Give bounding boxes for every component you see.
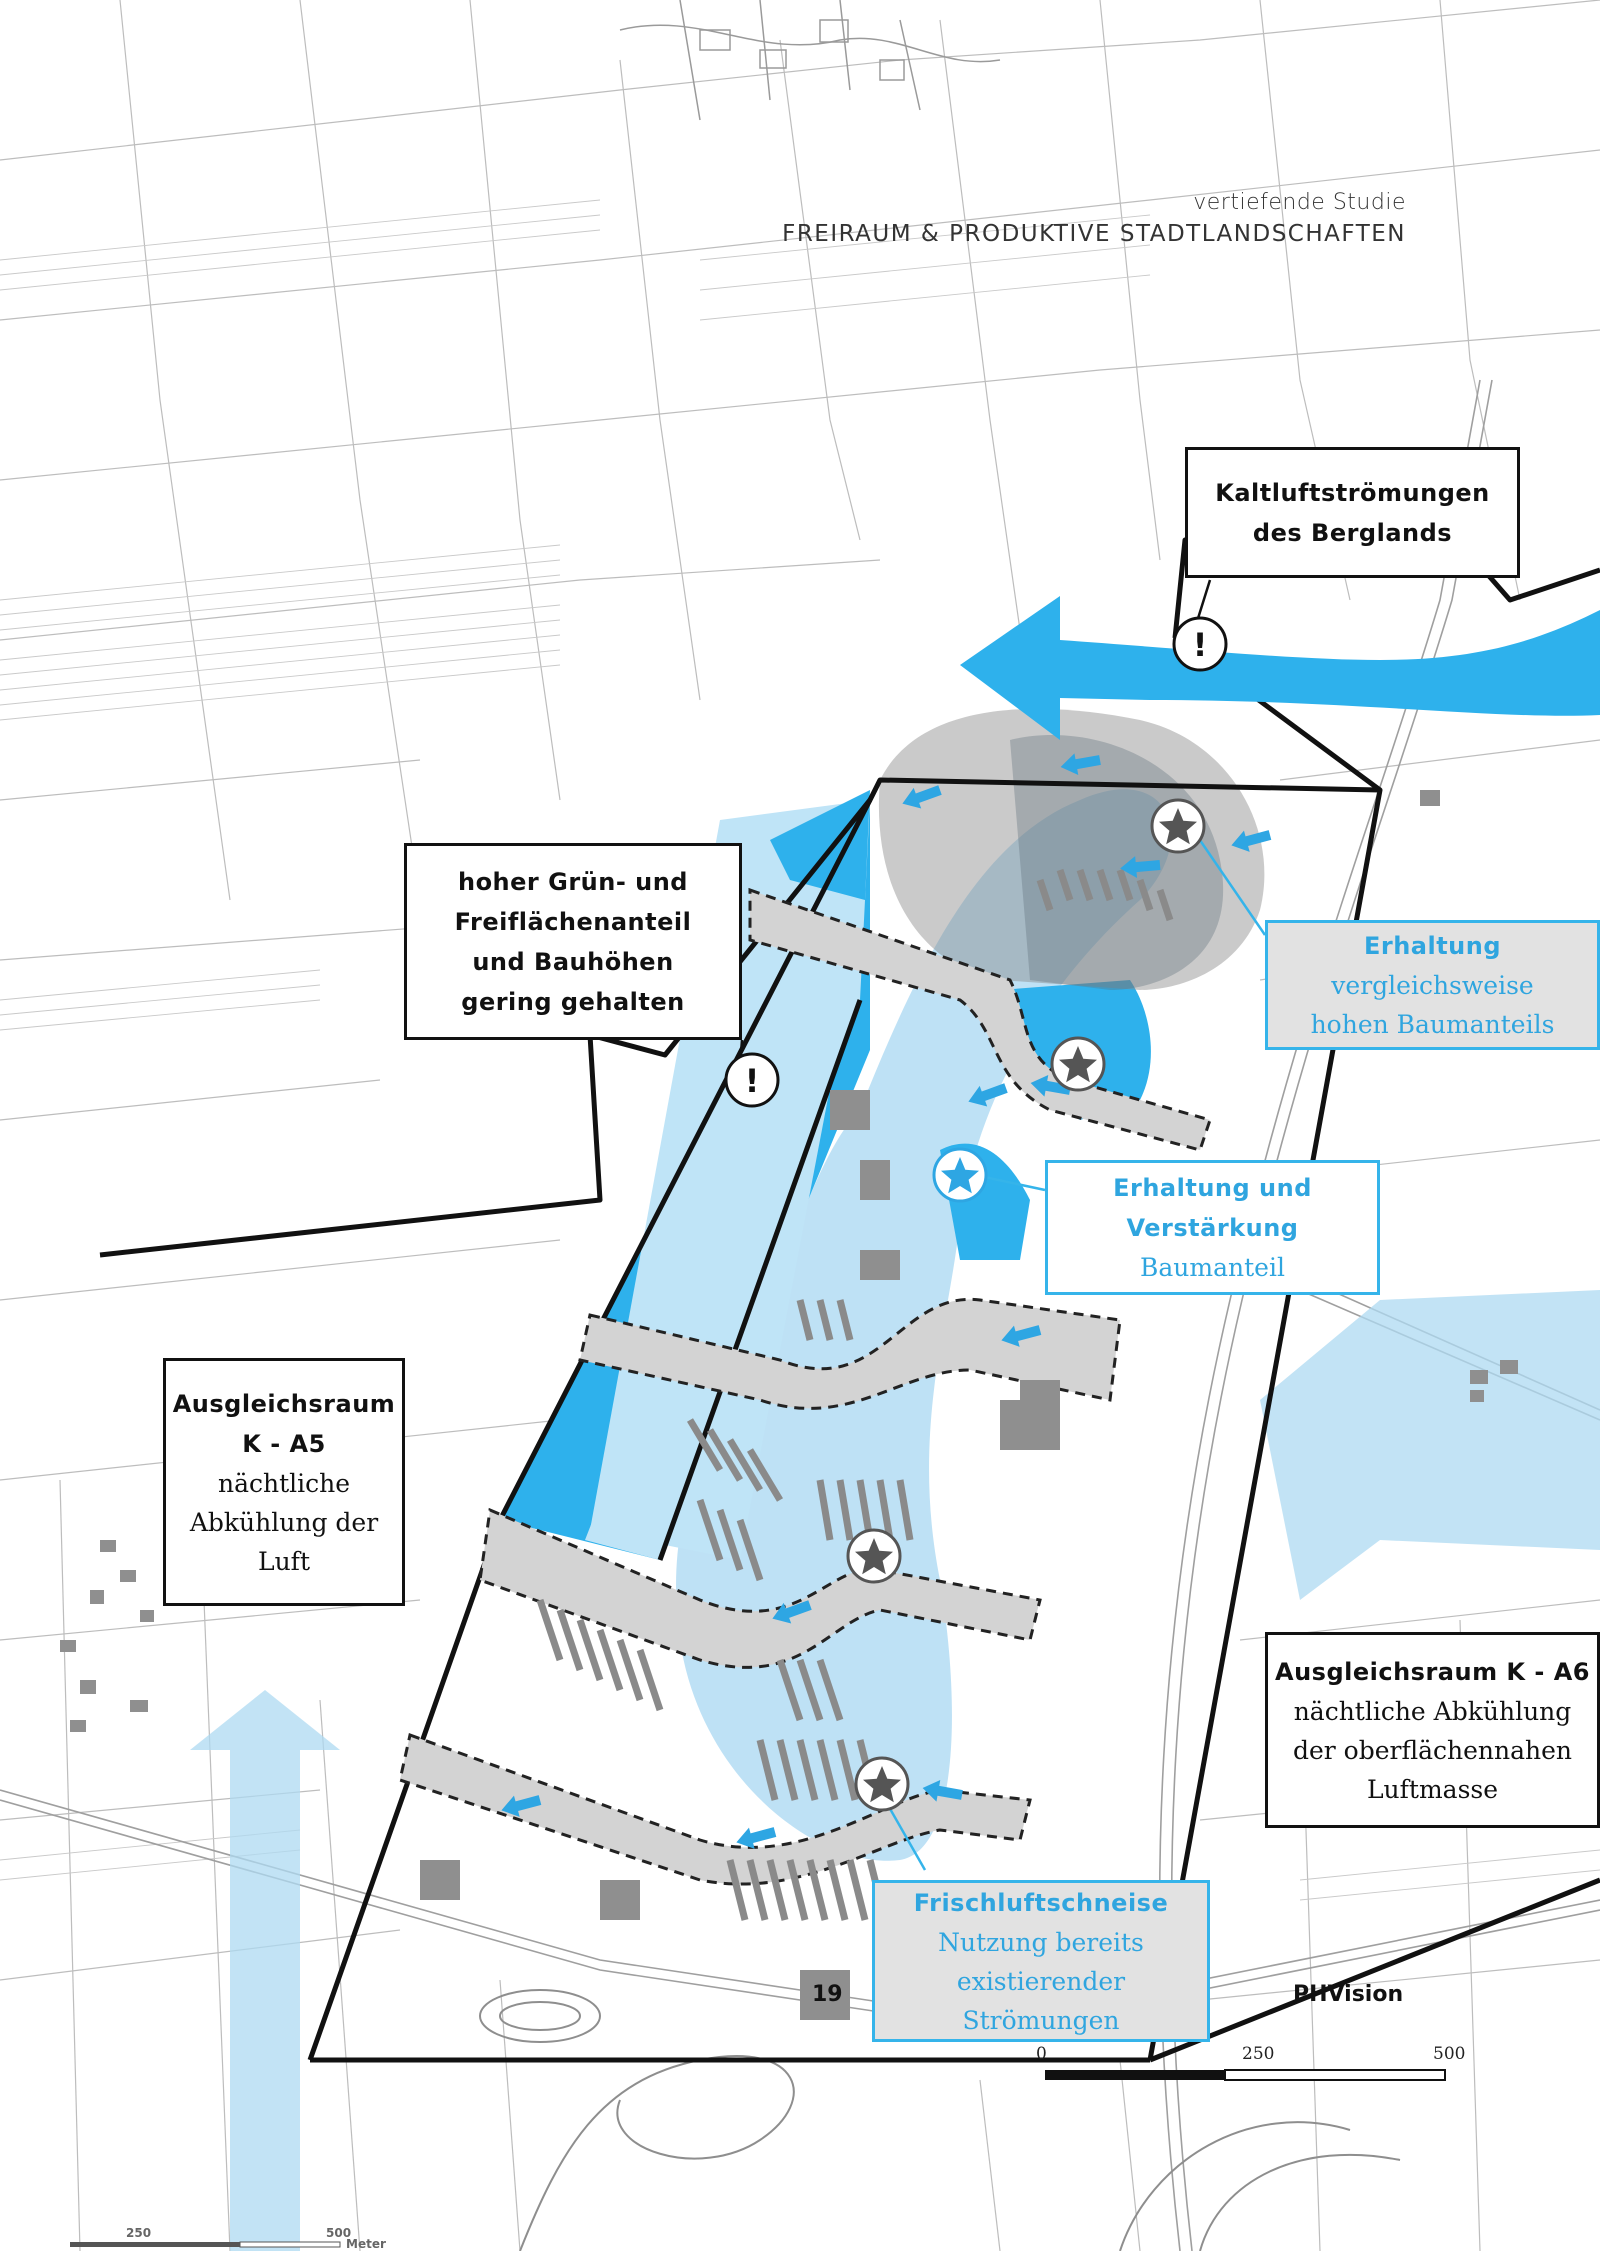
callout-erhaltung: Erhaltung vergleichsweise hohen Baumante… [1265, 920, 1600, 1050]
flow-bottom-left [190, 1690, 340, 2251]
corridor-2 [578, 1297, 1122, 1410]
cold-air-arrow [960, 596, 1600, 740]
callout-erhaltung-title: Erhaltung [1363, 932, 1502, 960]
cold-air-zone-blue-upper [770, 790, 870, 900]
callout-a6-title: Ausgleichsraum K - A6 [1275, 1657, 1590, 1686]
warning-icon: ! [1172, 616, 1228, 672]
report-header: vertiefende Studie FREIRAUM & PRODUKTIVE… [782, 190, 1406, 247]
callout-frischluftschneise: Frischluftschneise Nutzung bereits exist… [872, 1880, 1210, 2042]
callout-a5-title: Ausgleichsraum K - A5 [172, 1389, 396, 1458]
header-title: FREIRAUM & PRODUKTIVE STADTLANDSCHAFTEN [782, 221, 1406, 247]
scalebar-right-label-0: 0 [1036, 2044, 1047, 2064]
callout-frischluft-title: Frischluftschneise [913, 1888, 1169, 1917]
callout-kaltluft-title: Kaltluftströmungen des Berglands [1215, 478, 1490, 547]
star-icon [932, 1147, 988, 1203]
header-subtitle: vertiefende Studie [1193, 190, 1406, 215]
scalebar-right-label-500: 500 [1433, 2044, 1466, 2064]
flow-right-a6 [1260, 1290, 1600, 1600]
callout-erhaltung-verstaerkung-text: Baumanteil [1140, 1253, 1285, 1282]
flow-arrows [501, 753, 1272, 1849]
star-icon [1050, 1036, 1106, 1092]
village-top [619, 0, 1001, 121]
road-interchange [479, 1989, 1401, 2251]
air-corridors [398, 887, 1212, 1886]
callout-kaltluft: Kaltluftströmungen des Berglands [1185, 447, 1520, 578]
settlement-left [60, 1540, 154, 1732]
callout-ausgleichsraum-a5: Ausgleichsraum K - A5 nächtliche Abkühlu… [163, 1358, 405, 1606]
tree-area-core [1010, 735, 1224, 990]
field-strips [0, 199, 1600, 1901]
callout-gruen: hoher Grün- und Freiflächenanteil und Ba… [404, 843, 742, 1040]
star-icon [1150, 798, 1206, 854]
scalebar-right-label-250: 250 [1242, 2044, 1275, 2064]
page-number: 19 [812, 1982, 843, 2007]
callout-erhaltung-text: vergleichsweise hohen Baumanteils [1310, 971, 1555, 1039]
callout-erhaltung-verstaerkung: Erhaltung und Verstärkung Baumanteil [1045, 1160, 1380, 1295]
corridor-4 [398, 1733, 1032, 1886]
buildings [420, 790, 1518, 2020]
callout-erhaltung-verstaerkung-title: Erhaltung und Verstärkung [1113, 1174, 1312, 1242]
callout-ausgleichsraum-a6: Ausgleichsraum K - A6 nächtliche Abkühlu… [1265, 1632, 1600, 1828]
corridor-3 [478, 1507, 1042, 1669]
callout-a5-text: nächtliche Abkühlung der Luft [189, 1468, 379, 1576]
callout-a6-text: nächtliche Abkühlung der oberflächennahe… [1292, 1696, 1573, 1804]
warning-mark: ! [1193, 626, 1208, 664]
star-icon [854, 1756, 910, 1812]
brand-logo: PHVision [1293, 1982, 1404, 2007]
warning-mark: ! [745, 1062, 760, 1100]
scalebar-left-unit: Meter [346, 2237, 386, 2251]
corridor-1 [748, 887, 1212, 1152]
warning-icon: ! [724, 1052, 780, 1108]
scalebar-left [70, 2241, 341, 2248]
star-icon [846, 1528, 902, 1584]
scalebar-left-label-500: 500 [326, 2226, 352, 2240]
scalebar-left-label-250: 250 [126, 2226, 152, 2240]
callout-frischluft-text: Nutzung bereits existierender Strömungen [938, 1927, 1144, 2035]
callout-gruen-title: hoher Grün- und Freiflächenanteil und Ba… [454, 867, 692, 1016]
scalebar-right [1045, 2069, 1446, 2081]
